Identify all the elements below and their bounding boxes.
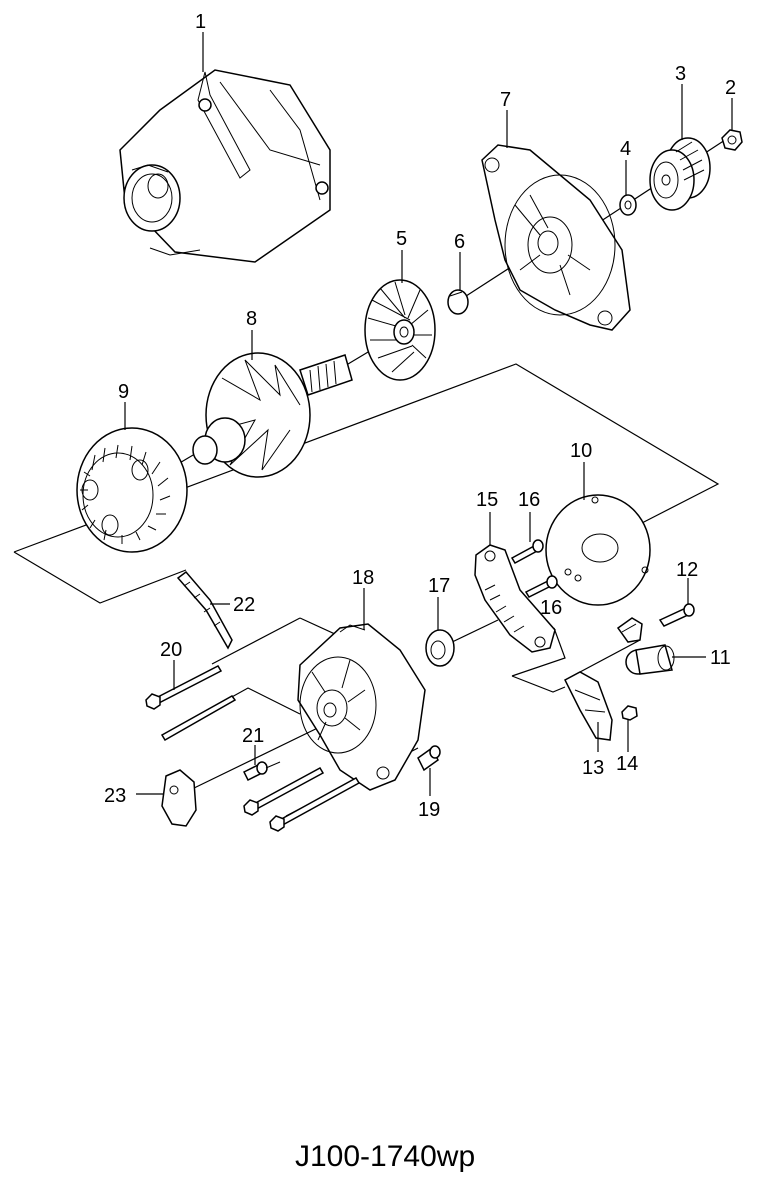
rotor-assembly-boundary-bottom <box>13 551 187 604</box>
long-bolt-part <box>269 776 361 832</box>
terminal-bolt-part <box>243 766 325 816</box>
insulator-plate-part <box>545 494 651 606</box>
fan-part <box>364 279 436 381</box>
callout-6: 6 <box>454 231 465 253</box>
axis-line-rear <box>447 619 499 645</box>
regulator-bracket-part <box>616 617 643 643</box>
spacer-part <box>619 194 637 216</box>
rectifier-part <box>474 544 556 653</box>
callout-9: 9 <box>118 381 129 403</box>
rear-bearing-part <box>425 629 455 667</box>
collar-part <box>447 289 469 315</box>
axis-line-cap <box>189 721 331 791</box>
callout-13: 13 <box>582 757 604 779</box>
long-stud-part <box>160 695 237 742</box>
diagram-code: J100-1740wp <box>295 1140 475 1173</box>
callout-16-upper: 16 <box>518 489 540 511</box>
callout-18: 18 <box>352 567 374 589</box>
callout-17: 17 <box>428 575 450 597</box>
callout-21: 21 <box>242 725 264 747</box>
callout-10: 10 <box>570 440 592 462</box>
callout-15: 15 <box>476 489 498 511</box>
callout-5: 5 <box>396 228 407 250</box>
cover-strip-part <box>176 570 233 650</box>
callout-14: 14 <box>616 753 638 775</box>
callout-23: 23 <box>104 785 126 807</box>
screw-part-12 <box>658 603 695 627</box>
stator-part <box>76 427 188 553</box>
callout-12: 12 <box>676 559 698 581</box>
callout-7: 7 <box>500 89 511 111</box>
regulator-assembly-boundary <box>511 627 566 677</box>
pulley-part <box>649 137 711 211</box>
axis-line-stud <box>229 687 301 715</box>
callout-4: 4 <box>620 138 631 160</box>
screw-part-16b <box>524 575 558 598</box>
callout-11: 11 <box>710 647 731 669</box>
callout-19: 19 <box>418 799 440 821</box>
sleeve-part <box>417 745 441 772</box>
capacitor-part <box>625 644 675 675</box>
terminal-stud-part <box>242 761 281 782</box>
pulley-nut-part <box>721 129 743 151</box>
rear-housing-part <box>297 623 426 791</box>
regulator-part <box>564 671 613 741</box>
axis-line-bolt-upper <box>211 617 301 665</box>
callout-1: 1 <box>195 11 206 33</box>
callout-22: 22 <box>233 594 255 616</box>
callout-3: 3 <box>675 63 686 85</box>
alternator-assembly-part <box>119 69 331 263</box>
callout-8: 8 <box>246 308 257 330</box>
rotor-part <box>192 352 353 478</box>
callout-20: 20 <box>160 639 182 661</box>
callout-2: 2 <box>725 77 736 99</box>
front-housing-part <box>481 144 631 331</box>
rear-cap-part <box>161 769 197 827</box>
through-bolt-part <box>145 665 223 710</box>
regulator-nut-part <box>621 705 638 721</box>
regulator-assembly-boundary-2 <box>511 675 566 693</box>
screw-part-16a <box>510 539 544 565</box>
callout-16-lower: 16 <box>540 597 562 619</box>
